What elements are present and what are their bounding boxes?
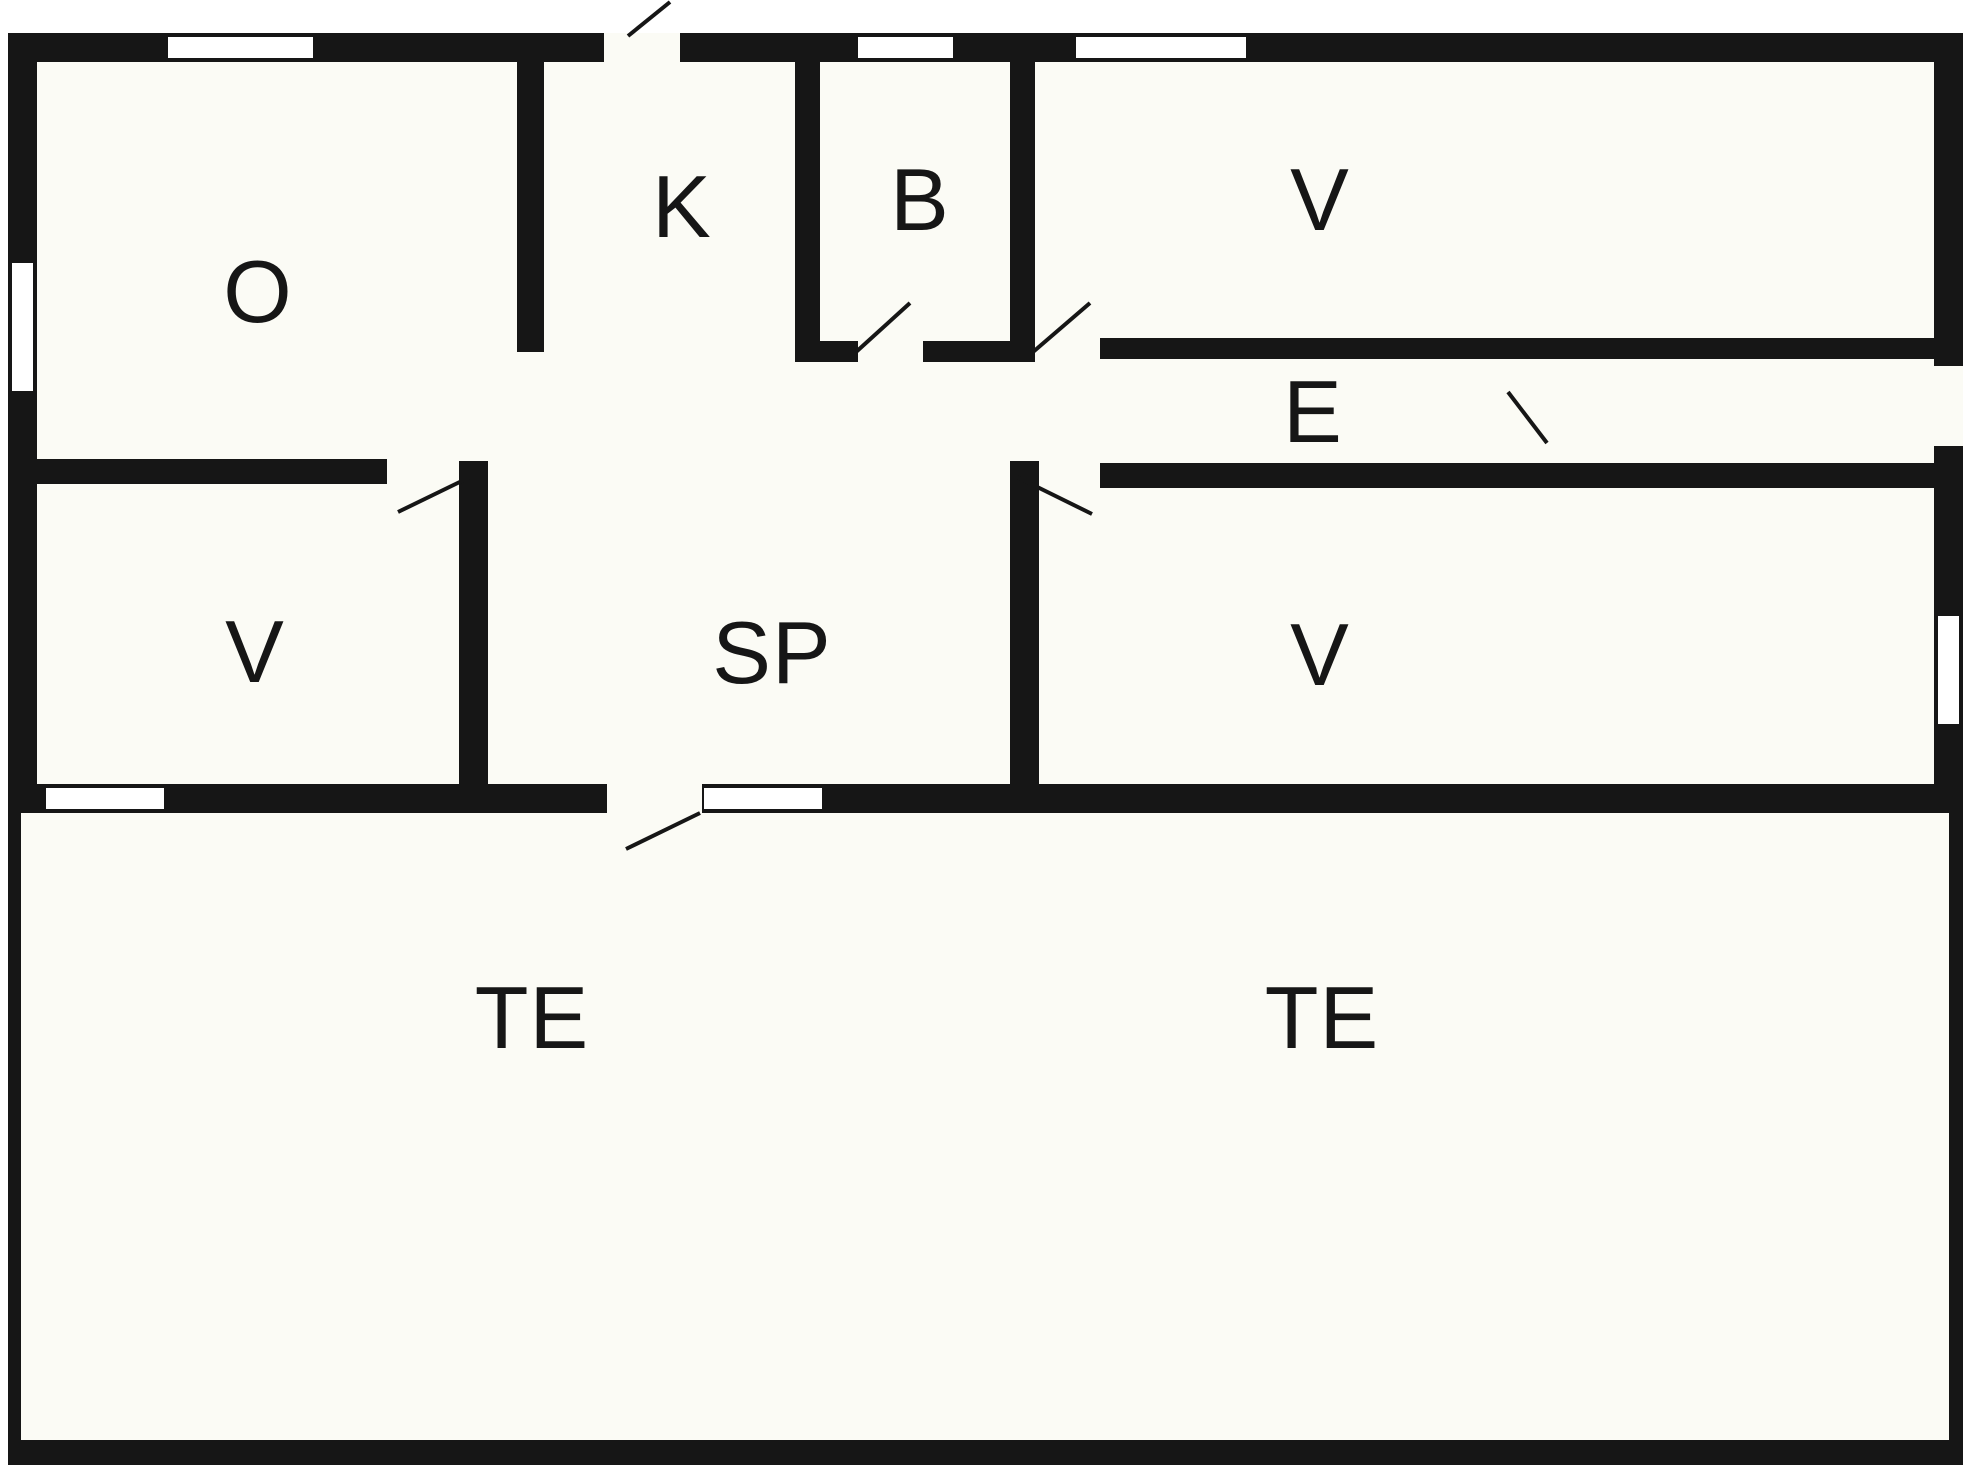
room-label-te-right: TE [1264, 968, 1380, 1067]
wall-terrace-bottom [8, 1440, 1963, 1465]
wall-between-o-v [37, 459, 387, 484]
wall-main-bottom [8, 784, 1963, 813]
room-label-v-bottom-right: V [1290, 605, 1350, 704]
window-bottom-middle [704, 788, 822, 809]
window-bottom-left [46, 788, 164, 809]
wall-e-bottom [1100, 463, 1934, 488]
room-label-v-top-right: V [1290, 150, 1350, 249]
room-label-e: E [1283, 362, 1343, 461]
wall-between-sp-v-right [1010, 461, 1039, 784]
window-top-right [1076, 37, 1246, 58]
wall-terrace-right [1949, 813, 1963, 1465]
wall-b-bottom-stub-left [795, 341, 858, 362]
room-label-sp: SP [712, 603, 832, 702]
room-label-o: O [223, 242, 293, 341]
door-opening-entrance-right [1934, 366, 1963, 446]
window-right [1938, 616, 1959, 724]
wall-terrace-left [8, 813, 21, 1465]
door-opening-terrace [607, 784, 702, 813]
room-label-k: K [652, 157, 712, 256]
door-swing-line-top-entrance [626, 0, 672, 38]
wall-between-sp-v-left [459, 461, 488, 784]
room-label-b: B [890, 150, 950, 249]
window-top-left [168, 37, 313, 58]
door-opening-entrance-top [604, 33, 680, 62]
window-left [12, 263, 33, 391]
floor-terrace [21, 813, 1949, 1440]
wall-v-topright-bottom [1100, 338, 1934, 359]
wall-between-k-b [795, 62, 820, 354]
wall-outer-top [8, 33, 1963, 62]
window-top-middle [858, 37, 953, 58]
wall-between-o-k [517, 62, 544, 352]
wall-b-bottom-stub-right [923, 341, 1035, 362]
room-label-te-left: TE [474, 968, 590, 1067]
floor-main-house [37, 62, 1934, 784]
room-label-v-bottom-left: V [225, 602, 285, 701]
wall-outer-left [8, 33, 37, 813]
wall-between-b-v [1010, 62, 1035, 354]
